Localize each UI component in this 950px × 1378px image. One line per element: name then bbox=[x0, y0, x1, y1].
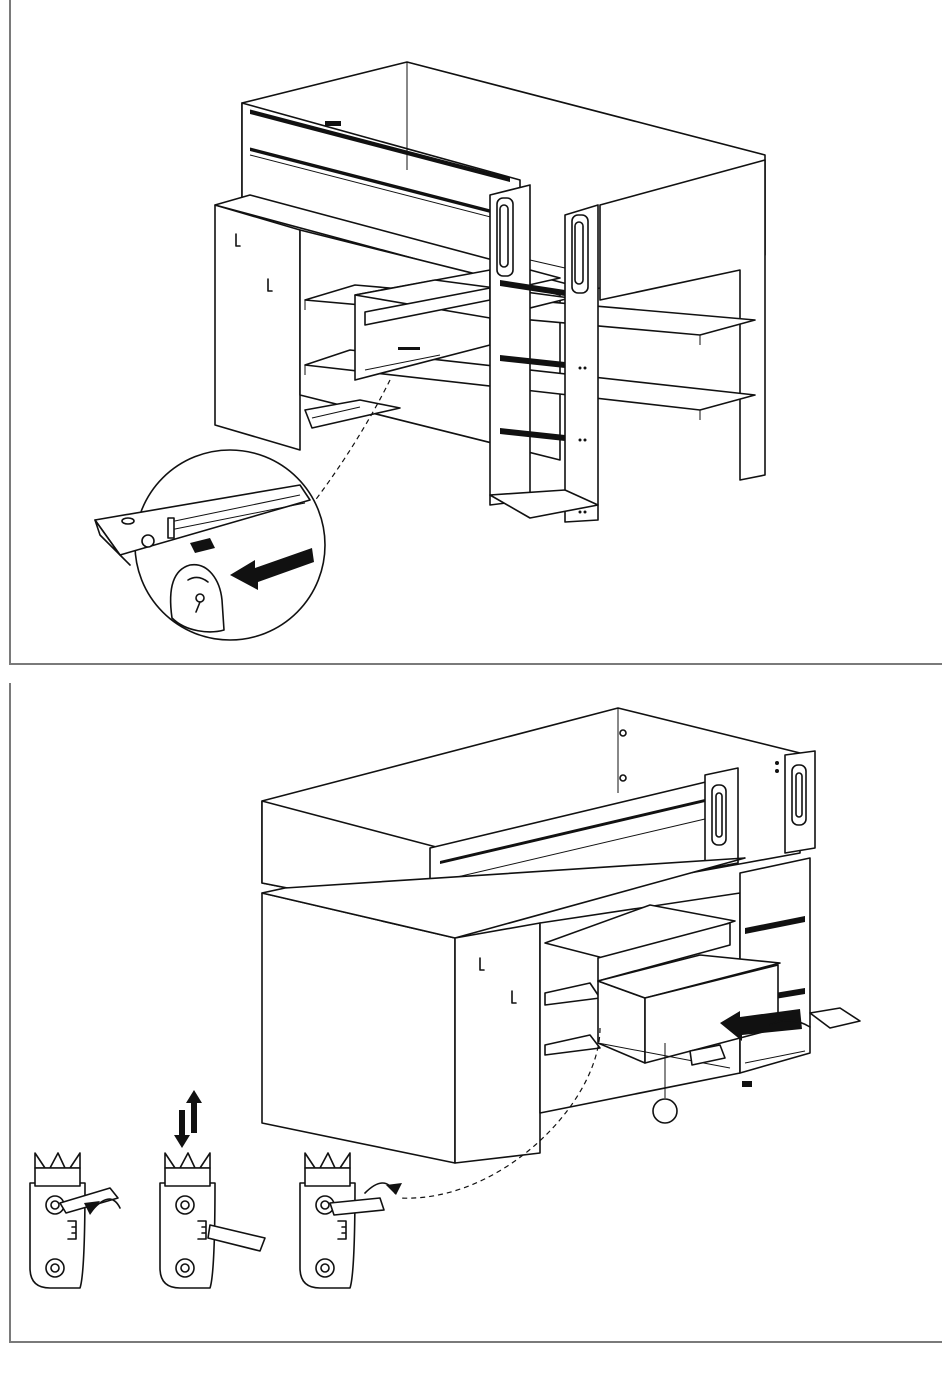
up-down-arrows-icon bbox=[174, 1090, 202, 1148]
bed-assembly bbox=[262, 708, 860, 1163]
bottom-illustration bbox=[0, 683, 950, 1343]
step-panel-adjust-hinge bbox=[0, 683, 950, 1343]
hinge-adjust-depth bbox=[300, 1153, 402, 1288]
drawer-slide-detail-magnifier bbox=[95, 450, 325, 640]
top-illustration bbox=[0, 0, 950, 665]
screwdriver-icon bbox=[208, 1225, 265, 1251]
hinge-adjust-up-down bbox=[160, 1090, 265, 1288]
bed-assembly bbox=[215, 62, 765, 522]
hinge-adjust-sideways bbox=[30, 1153, 120, 1288]
step-panel-remove-drawer bbox=[0, 0, 950, 665]
rotation-arrow-icon bbox=[365, 1183, 402, 1195]
